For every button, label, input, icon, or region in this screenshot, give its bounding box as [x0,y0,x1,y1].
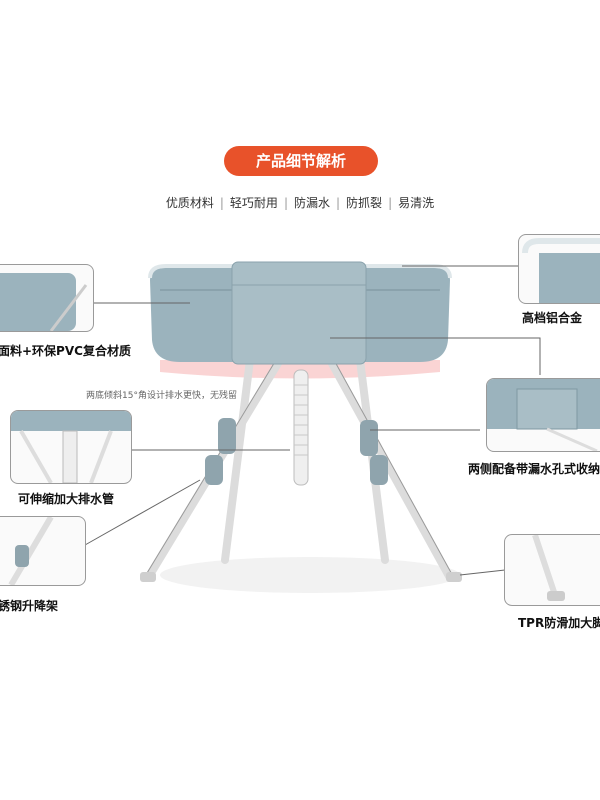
feature-item: 优质材料 [165,196,214,210]
callout-foot-pad: TPR防滑加大脚 [518,616,600,630]
thumb-drain-pipe [10,410,132,484]
thumb-fabric [0,264,94,332]
hinge-joint [205,455,223,485]
tilt-indicator [160,360,440,379]
callout-drain-pipe: 可伸缩加大排水管 [18,492,115,506]
callout-fabric: 面料+环保PVC复合材质 [0,344,131,358]
thumb-foot-pad [504,534,600,606]
foot-pad [140,572,156,582]
thumb-lift-frame [0,516,86,586]
callout-lift-frame: 锈钢升降架 [0,599,59,613]
feature-item: 轻巧耐用 [229,196,278,210]
hinge-joint [370,455,388,485]
page-title: 产品细节解析 [224,146,378,176]
callout-side-pocket: 两侧配备带漏水孔式收纳 [468,462,600,476]
floor-shadow [160,557,460,593]
tilt-note: 两底倾斜15°角设计排水更快，无残留 [86,391,237,401]
foot-pad [446,572,462,582]
side-pocket [231,261,367,365]
thumb-aluminum [518,234,600,304]
feature-item: 防抓裂 [346,196,383,210]
feature-item: 易清洗 [398,196,435,210]
hinge-joint [218,418,236,454]
callout-aluminum: 高档铝合金 [522,311,583,325]
hinge-joint [360,420,378,456]
feature-list: 优质材料|轻巧耐用|防漏水|防抓裂|易清洗 [165,196,435,210]
drain-pipe [293,369,309,486]
feature-item: 防漏水 [293,196,330,210]
thumb-side-pocket [486,378,600,452]
